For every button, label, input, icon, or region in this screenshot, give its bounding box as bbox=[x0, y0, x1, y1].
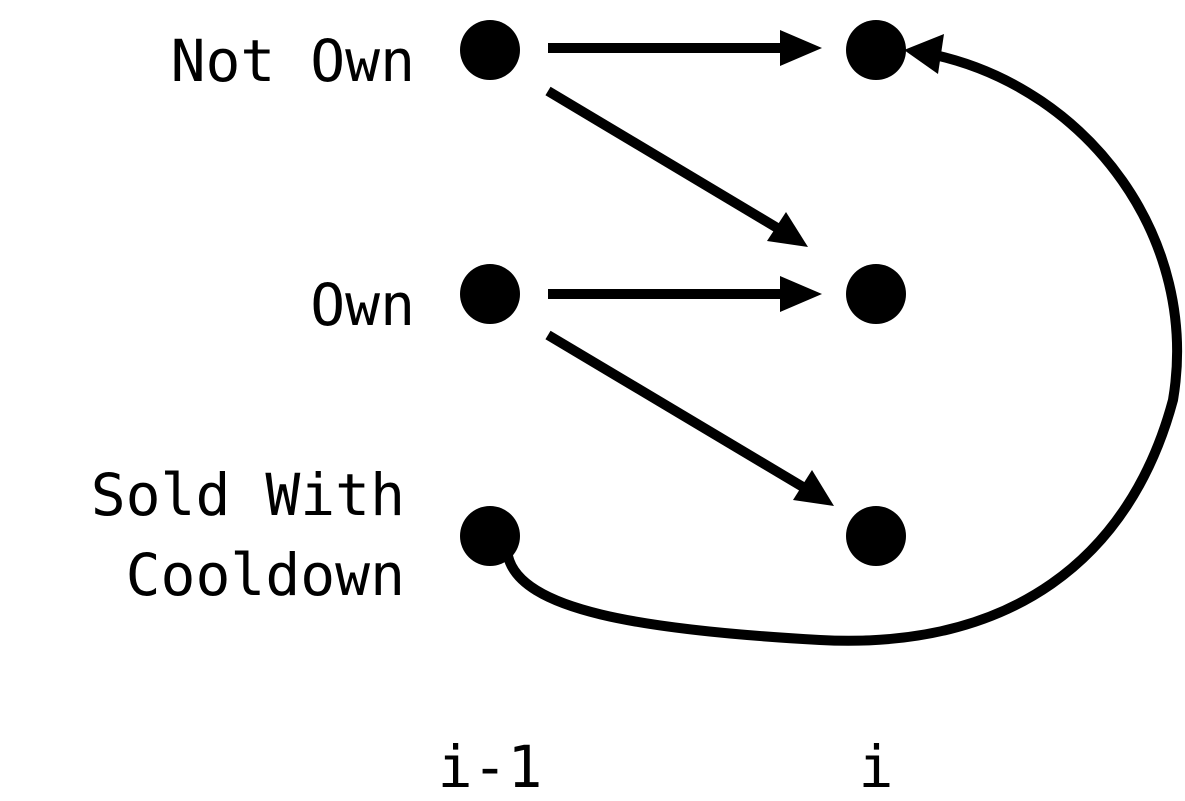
state-label-sold-line1: Sold With bbox=[90, 461, 405, 529]
time-label-prev: i-1 bbox=[437, 733, 543, 801]
node-curr-own bbox=[846, 264, 906, 324]
state-label-own: Own bbox=[310, 271, 415, 339]
edge-own-to-sold bbox=[545, 330, 811, 495]
arrowhead-own-to-sold bbox=[793, 470, 834, 506]
node-curr-not-own bbox=[846, 20, 906, 80]
arrowhead-notown-to-own bbox=[767, 212, 808, 247]
time-label-curr: i bbox=[858, 733, 894, 801]
arrowhead-own-to-own bbox=[780, 276, 822, 312]
node-prev-sold-cooldown bbox=[460, 506, 520, 566]
node-prev-not-own bbox=[460, 20, 520, 80]
edge-notown-to-own bbox=[545, 86, 787, 237]
arrowhead-sold-to-notown bbox=[904, 34, 944, 74]
state-label-not-own: Not Own bbox=[170, 27, 415, 95]
node-curr-sold-cooldown bbox=[846, 506, 906, 566]
state-label-sold-line2: Cooldown bbox=[125, 541, 405, 609]
edge-sold-to-notown bbox=[503, 50, 1182, 646]
arrowhead-notown-to-notown bbox=[780, 30, 822, 66]
node-prev-own bbox=[460, 264, 520, 324]
